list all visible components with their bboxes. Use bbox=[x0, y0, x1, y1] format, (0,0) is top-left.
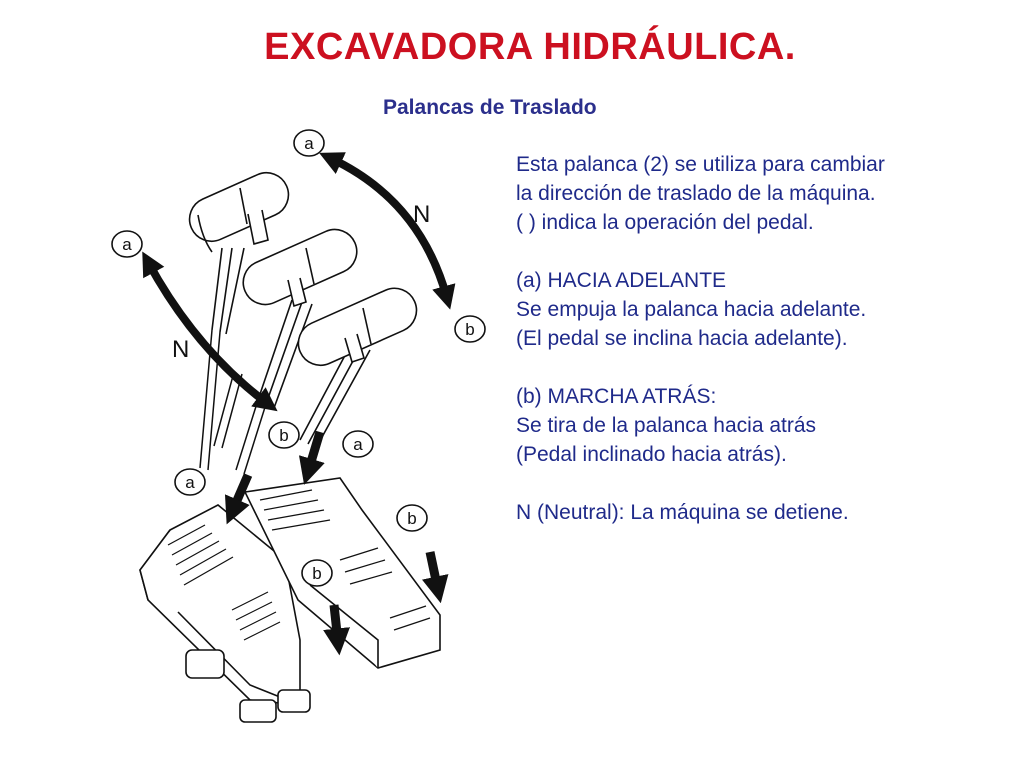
p1-line-3: ( ) indica la operación del pedal. bbox=[516, 211, 814, 234]
page-subtitle: Palancas de Traslado bbox=[383, 96, 597, 119]
svg-text:b: b bbox=[465, 320, 474, 339]
label-a-lower: a bbox=[174, 468, 206, 496]
svg-text:a: a bbox=[304, 134, 314, 153]
p3-line-2: Se tira de la palanca hacia atrás bbox=[516, 414, 817, 437]
p2-line-1: (a) HACIA ADELANTE bbox=[516, 269, 727, 292]
svg-text:b: b bbox=[279, 426, 288, 445]
p2-line-3: (El pedal se inclina hacia adelante). bbox=[516, 327, 848, 350]
page-title: EXCAVADORA HIDRÁULICA. bbox=[264, 26, 796, 68]
svg-text:b: b bbox=[407, 509, 416, 528]
label-n-right: N bbox=[413, 201, 430, 228]
p4-line-1: N (Neutral): La máquina se detiene. bbox=[516, 501, 849, 524]
travel-lever-diagram: a a a a b b b b N N bbox=[111, 129, 486, 723]
arrow-pedal-b2 bbox=[422, 551, 449, 604]
p3-line-1: (b) MARCHA ATRÁS: bbox=[516, 385, 717, 408]
p1-line-1: Esta palanca (2) se utiliza para cambiar bbox=[516, 153, 885, 176]
spacer bbox=[516, 469, 1006, 498]
p1-line-2: la dirección de traslado de la máquina. bbox=[516, 182, 876, 205]
label-a-top: a bbox=[293, 129, 325, 157]
label-n-left: N bbox=[172, 336, 189, 363]
svg-text:a: a bbox=[185, 473, 195, 492]
pedal-assembly bbox=[139, 477, 441, 723]
spacer bbox=[516, 237, 1006, 266]
arrow-left-swing bbox=[142, 251, 278, 412]
arrow-forward-right bbox=[319, 152, 456, 310]
arrow-pedal-b1 bbox=[323, 604, 350, 656]
spacer bbox=[516, 353, 1006, 382]
svg-text:a: a bbox=[353, 435, 363, 454]
p3-line-3: (Pedal inclinado hacia atrás). bbox=[516, 443, 787, 466]
label-b-right: b bbox=[454, 315, 486, 343]
arrow-pedal-a2 bbox=[224, 473, 253, 525]
description-text: Esta palanca (2) se utiliza para cambiar… bbox=[516, 150, 1006, 527]
p2-line-2: Se empuja la palanca hacia adelante. bbox=[516, 298, 867, 321]
label-b-center: b bbox=[268, 421, 300, 449]
label-b-pedal-right: b bbox=[396, 504, 428, 532]
arrow-pedal-a1 bbox=[298, 430, 325, 485]
lever-1 bbox=[188, 171, 290, 335]
label-b-pedal: b bbox=[301, 559, 333, 587]
svg-text:a: a bbox=[122, 235, 132, 254]
svg-text:b: b bbox=[312, 564, 321, 583]
label-a-left: a bbox=[111, 230, 143, 258]
label-a-mid: a bbox=[342, 430, 374, 458]
